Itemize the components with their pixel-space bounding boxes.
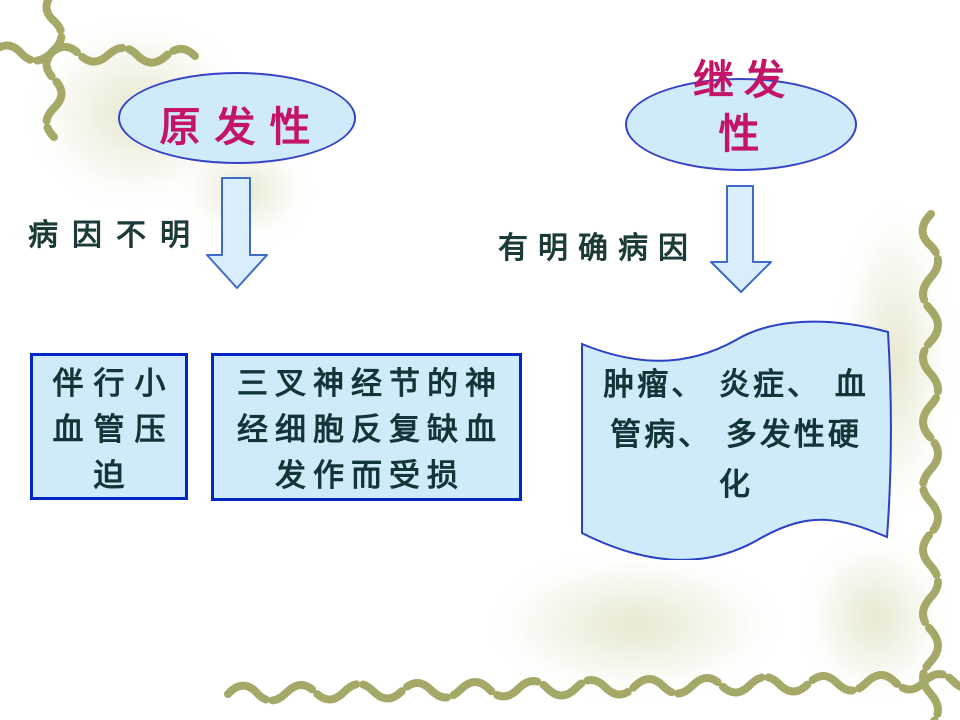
secondary-ellipse-label: 继发 性	[649, 53, 829, 161]
ellipse-label-line: 性	[718, 110, 770, 158]
primary-mechanism-box-ganglion-ischemia: 三叉神经节的神 经细胞反复缺血 发作而受损	[211, 353, 522, 501]
box-text-line: 伴行小	[52, 366, 176, 402]
wave-text-line: 化	[719, 467, 753, 503]
vine-top-horizontal	[0, 41, 199, 67]
secondary-causes-text: 肿瘤、 炎症、 血 管病、 多发性硬 化	[590, 360, 882, 510]
secondary-cause-note: 有明确病因	[498, 231, 698, 266]
primary-ellipse-label: 原发性	[159, 103, 325, 151]
primary-mechanism-box-vessel-compression: 伴行小 血管压 迫	[30, 353, 188, 500]
secondary-ellipse-shape	[625, 78, 857, 171]
box-text-line: 发作而受损	[275, 458, 465, 494]
wave-text-line: 肿瘤、 炎症、 血	[603, 367, 869, 403]
primary-ellipse-shape	[118, 72, 356, 164]
box-text-line: 血管压	[52, 412, 176, 448]
primary-cause-note: 病因不明	[28, 218, 204, 253]
down-arrow-icon	[710, 185, 772, 293]
vine-bottom-horizontal	[224, 670, 960, 705]
box-text-line: 经细胞反复缺血	[237, 412, 503, 448]
vine-right-vertical	[918, 210, 942, 720]
secondary-causes-wave-shape	[581, 320, 892, 560]
down-arrow-icon	[206, 177, 268, 289]
wave-text-line: 管病、 多发性硬	[610, 417, 862, 453]
box-text-line: 三叉神经节的神	[237, 366, 503, 402]
vine-top-left-vertical	[42, 0, 66, 141]
box-text-line: 迫	[93, 458, 135, 494]
ellipse-label-line: 继发	[693, 56, 795, 104]
